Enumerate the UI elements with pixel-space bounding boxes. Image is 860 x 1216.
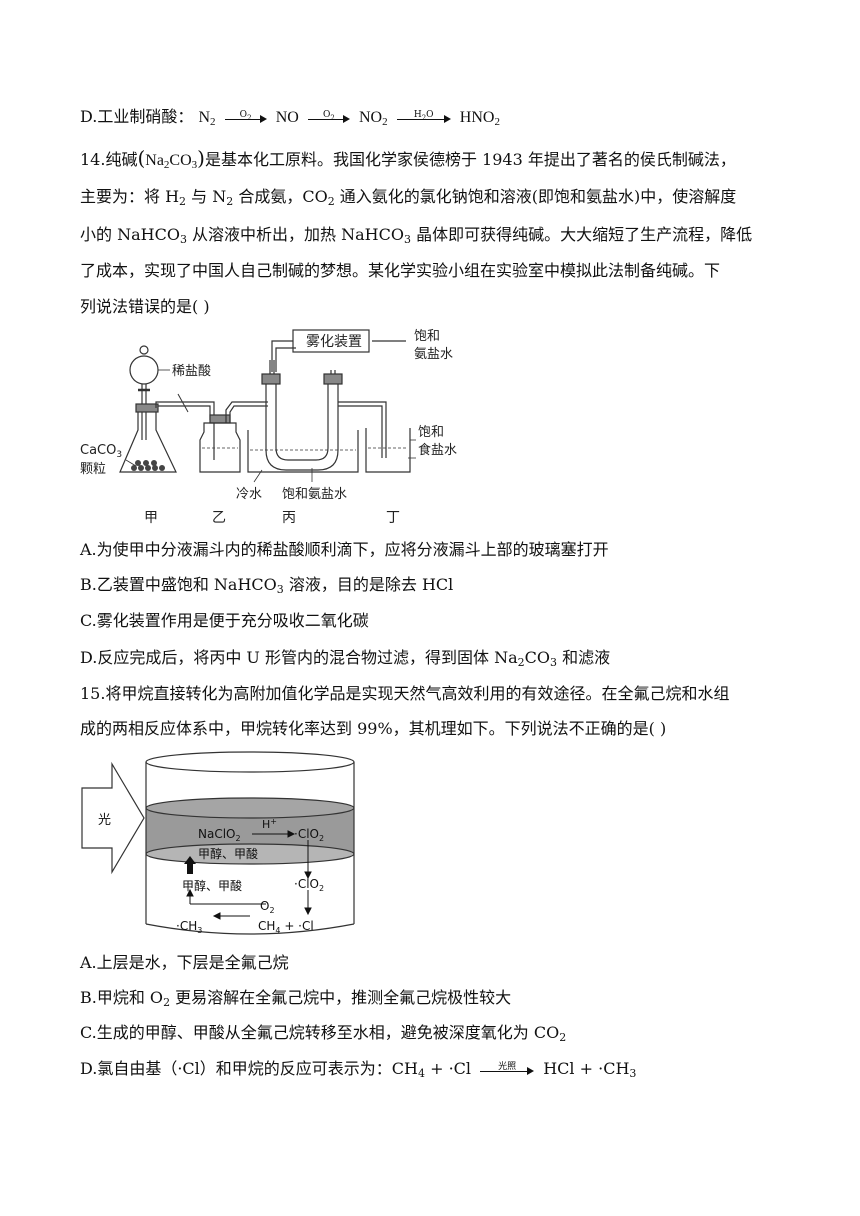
q15-option-d: D.氯自由基（·Cl）和甲烷的反应可表示为：CH4 + ·Cl 光照 HCl +…	[80, 1059, 637, 1080]
label-clo2-top: ·ClO2	[294, 827, 324, 843]
label-dilute-hcl: 稀盐酸	[172, 364, 211, 379]
label-bing: 丙	[282, 510, 296, 526]
label-cold-water: 冷水	[236, 487, 262, 502]
label-clo2-bottom: ·ClO2	[294, 877, 324, 893]
q15-option-c: C.生成的甲醇、甲酸从全氟己烷转移至水相，避免被深度氧化为 CO2	[80, 1023, 567, 1044]
label-salt-water: 食盐水	[418, 442, 457, 458]
label-caco3: CaCO3	[80, 443, 122, 460]
label-ammonia-brine: 氨盐水	[414, 347, 453, 362]
q13-option-d: D.工业制硝酸： N2 O2 NO O2 NO2 H2O HNO2	[80, 107, 500, 128]
reaction-arrow: O2	[224, 110, 267, 125]
q15-option-a: A.上层是水，下层是全氟己烷	[80, 953, 289, 972]
label-jia: 甲	[144, 510, 158, 526]
q15-line-1: 15.将甲烷直接转化为高附加值化学品是实现天然气高效利用的有效途径。在全氟己烷和…	[80, 684, 730, 703]
label-o2: O2	[260, 899, 275, 915]
q14-line-4: 了成本，实现了中国人自己制碱的梦想。某化学实验小组在实验室中模拟此法制备纯碱。下	[80, 261, 721, 280]
label-h-plus: H+	[262, 817, 277, 831]
q14-option-d: D.反应完成后，将丙中 U 形管内的混合物过滤，得到固体 Na2CO3 和滤液	[80, 648, 611, 669]
q15-mechanism-figure: NaClO2 H+ ·ClO2 甲醇、甲酸 甲醇、甲酸 ·ClO2 O2 ·CH…	[81, 751, 355, 935]
label-ch3: ·CH3	[176, 919, 202, 935]
transfer-arrow-icon	[184, 856, 196, 864]
label-light: 光	[98, 813, 111, 828]
label-granules: 颗粒	[80, 462, 106, 477]
q14-apparatus-figure: 雾化装置 饱和 氨盐水 稀盐酸 CaCO3 颗粒 冷水 饱和氨盐水 饱和 食盐水…	[80, 329, 457, 526]
q14-option-b: B.乙装置中盛饱和 NaHCO3 溶液，目的是除去 HCl	[80, 575, 454, 596]
light-arrow-icon	[81, 761, 145, 875]
q14-option-c: C.雾化装置作用是便于充分吸收二氧化碳	[80, 611, 369, 630]
q15-option-b: B.甲烷和 O2 更易溶解在全氟己烷中，推测全氟己烷极性较大	[80, 988, 512, 1009]
label-products-top: 甲醇、甲酸	[198, 846, 258, 861]
label-saturated-ammonia-brine: 饱和氨盐水	[282, 487, 347, 502]
atomizer-label: 雾化装置	[306, 334, 362, 350]
label-products-bottom: 甲醇、甲酸	[182, 878, 242, 893]
q14-line-3: 小的 NaHCO3 从溶液中析出，加热 NaHCO3 晶体即可获得纯碱。大大缩短…	[80, 225, 753, 246]
label-saturated-2: 饱和	[418, 425, 444, 440]
label-yi: 乙	[212, 510, 226, 526]
reaction-arrow: 光照	[480, 1062, 535, 1077]
label-saturated: 饱和	[414, 329, 440, 344]
q14-line-2: 主要为：将 H2 与 N2 合成氨，CO2 通入氨化的氯化钠饱和溶液(即饱和氨盐…	[80, 187, 737, 208]
label-naclo2: NaClO2	[198, 827, 241, 843]
reaction-arrow: H2O	[396, 110, 451, 125]
reaction-arrow: O2	[307, 110, 350, 125]
q15-line-2: 成的两相反应体系中，甲烷转化率达到 99%，其机理如下。下列说法不正确的是( )	[80, 719, 667, 738]
q14-option-a: A.为使甲中分液漏斗内的稀盐酸顺利滴下，应将分液漏斗上部的玻璃塞打开	[80, 540, 609, 559]
label-ch4-cl: CH4 + ·Cl	[258, 919, 314, 935]
q14-line-1: 14.纯碱(Na2CO3)是基本化工原料。我国化学家侯德榜于 1943 年提出了…	[80, 146, 736, 171]
q14-line-5: 列说法错误的是( )	[80, 297, 210, 316]
label-ding: 丁	[386, 510, 400, 526]
